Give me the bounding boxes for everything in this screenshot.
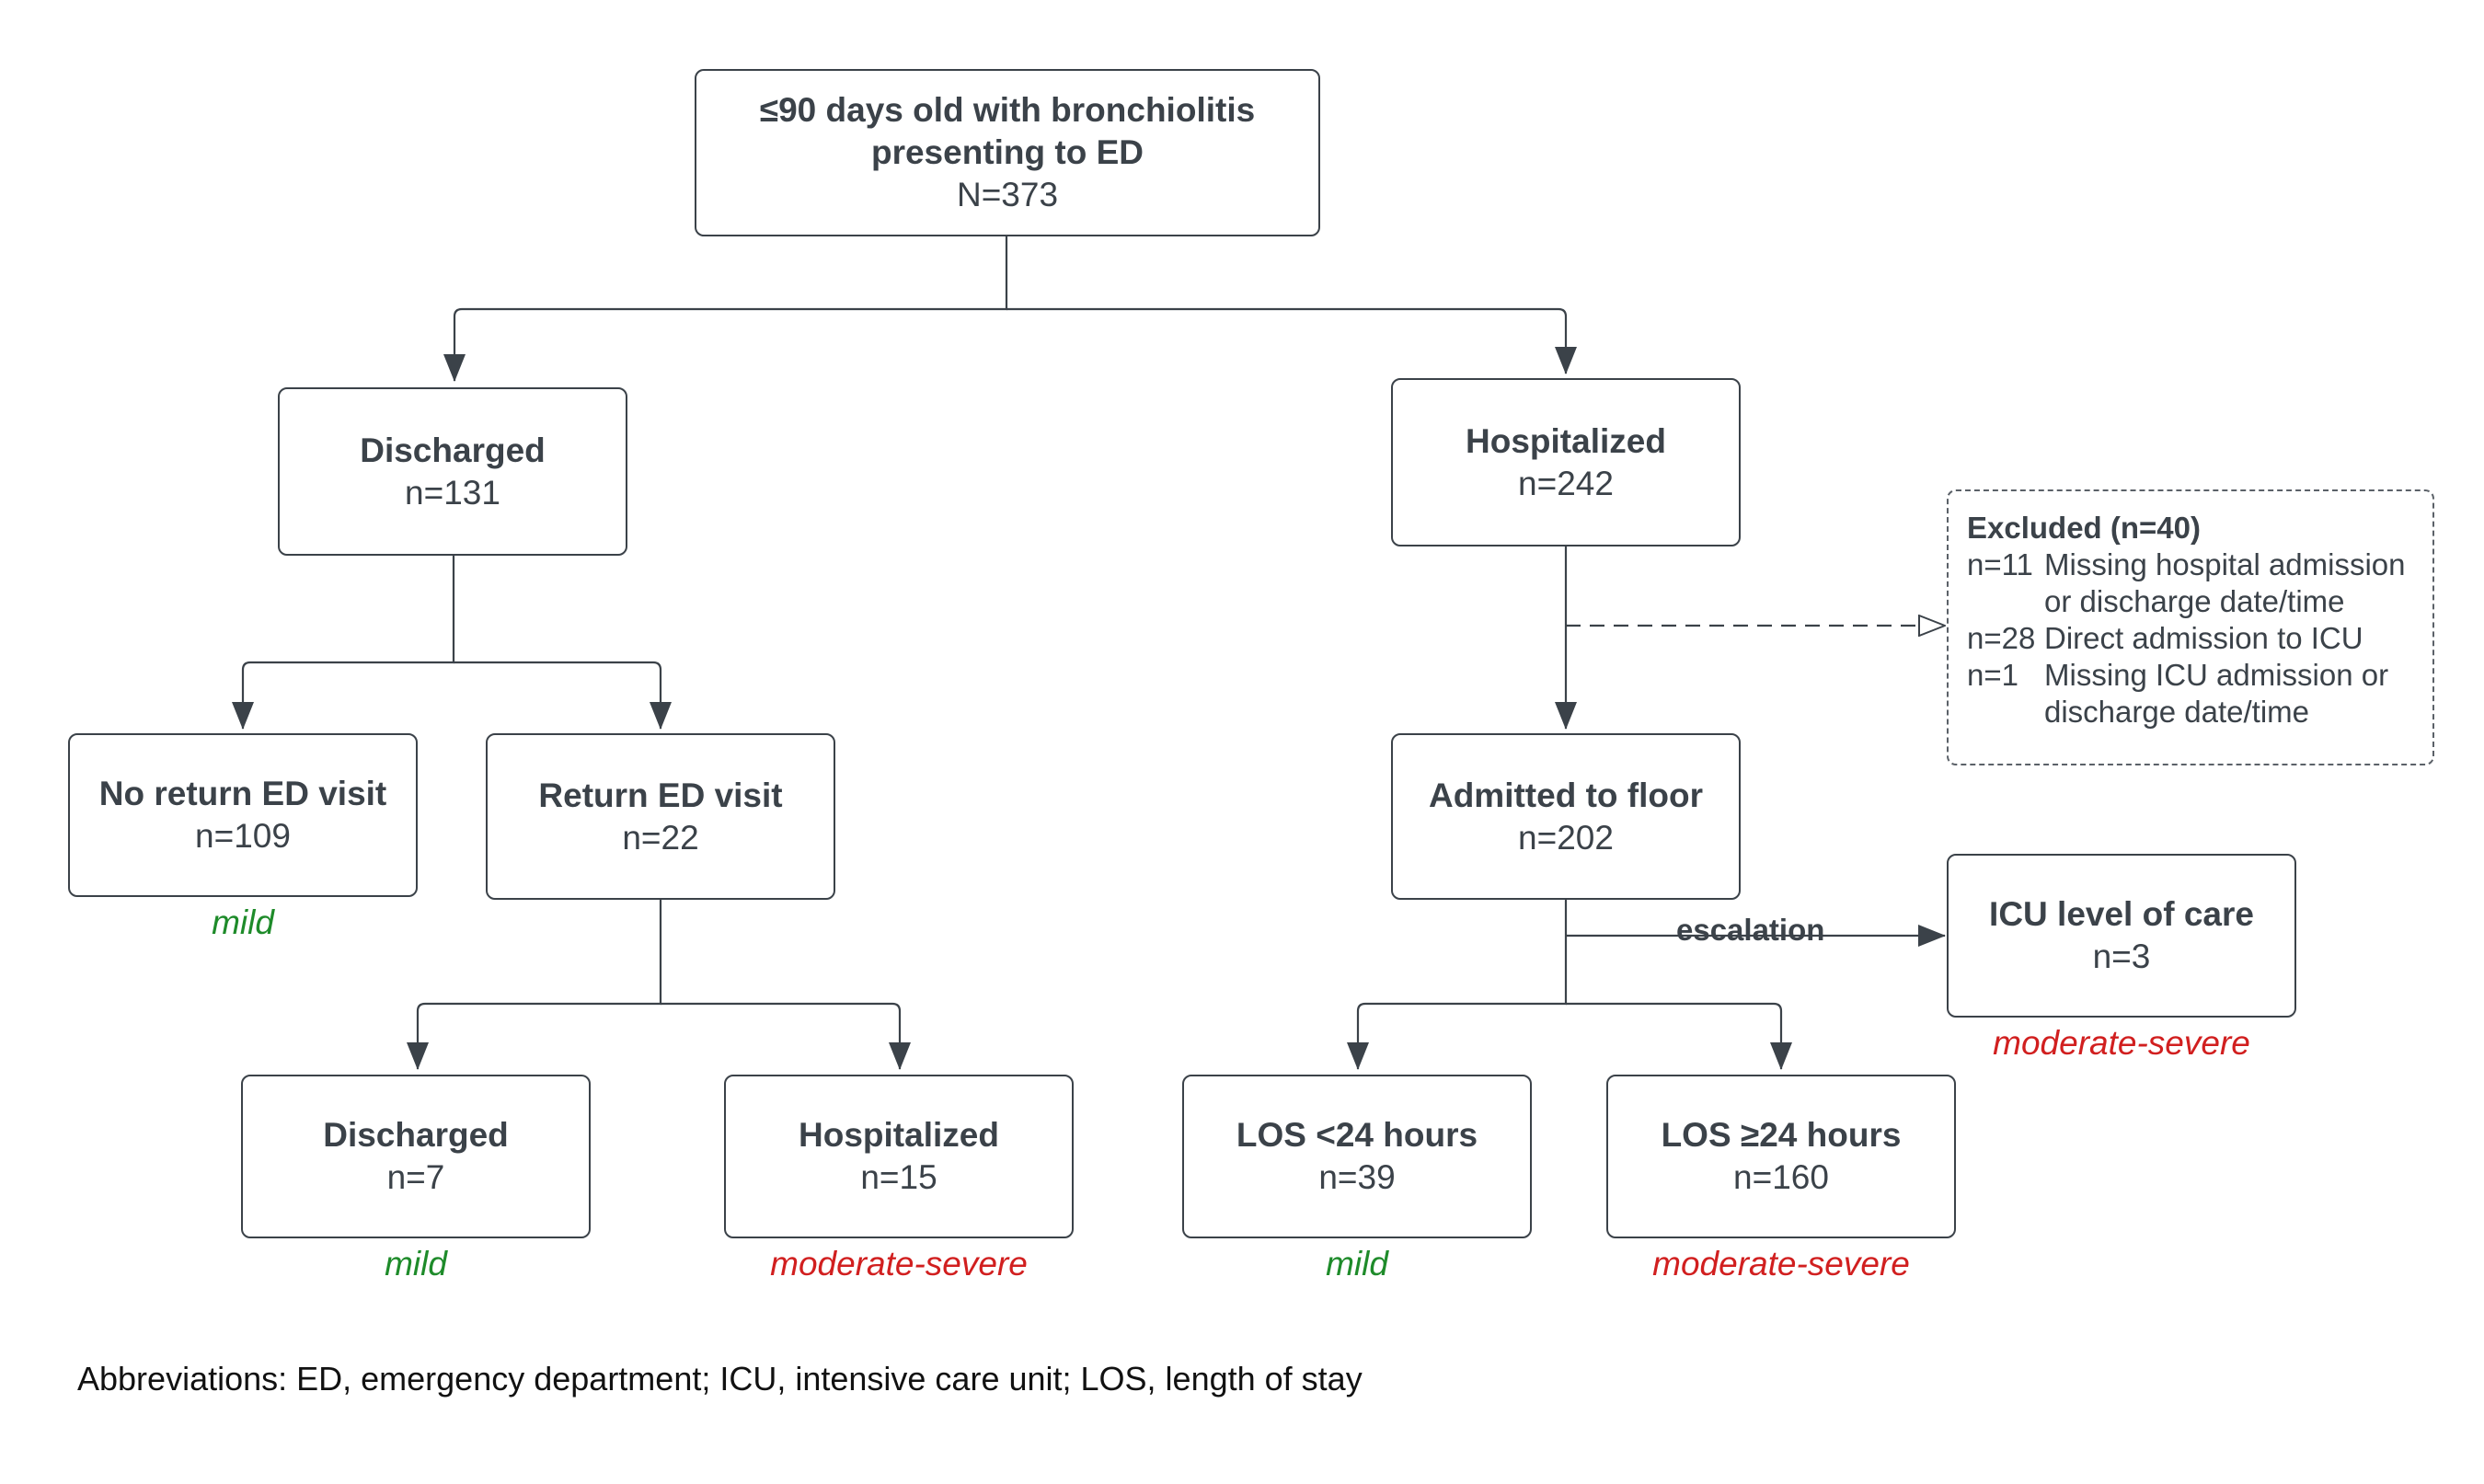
return-discharged-box: Discharged n=7: [241, 1075, 591, 1238]
no-return-title: No return ED visit: [98, 775, 387, 812]
abbreviations-footnote: Abbreviations: ED, emergency department;…: [77, 1360, 1363, 1398]
no-return-box: No return ED visit n=109: [68, 733, 418, 897]
connector-return-hospitalized: [661, 1002, 911, 1070]
excluded-item-reason: Direct admission to ICU: [2044, 621, 2363, 655]
discharged-title: Discharged: [360, 431, 546, 469]
connector-floor-los-short: [1347, 900, 1568, 1070]
return-ed-box: Return ED visit n=22: [486, 733, 835, 900]
los-short-title: LOS <24 hours: [1236, 1116, 1478, 1154]
excluded-item-reason: Missing ICU admission or: [2044, 658, 2389, 692]
floor-title: Admitted to floor: [1428, 776, 1703, 814]
excluded-item-continuation: or discharge date/time: [1967, 583, 2414, 620]
excluded-item-count: n=1: [1967, 658, 2018, 692]
connector-return-discharged: [407, 900, 662, 1070]
severity-label: mild: [1326, 1245, 1388, 1283]
discharged-count: n=131: [405, 473, 500, 512]
los-long-box: LOS ≥24 hours n=160: [1606, 1075, 1956, 1238]
excluded-box: Excluded (n=40) n=11 Missing hospital ad…: [1947, 489, 2434, 765]
connector-discharged-return: [454, 661, 672, 730]
connector-root-discharged: [443, 236, 1008, 382]
root-title-line1: ≤90 days old with bronchiolitis: [759, 91, 1256, 129]
root-count: N=373: [956, 176, 1059, 213]
connector-discharged-noreturn: [232, 556, 455, 730]
excluded-item-reason: Missing hospital admission: [2044, 547, 2406, 581]
connector-floor-los-long: [1566, 1002, 1792, 1070]
escalation-label: escalation: [1676, 913, 1825, 947]
excluded-item: n=11 Missing hospital admission: [1967, 546, 2414, 583]
return-ed-count: n=22: [622, 818, 699, 857]
excluded-item-count: n=11: [1967, 547, 2033, 581]
excluded-title: Excluded (n=40): [1967, 511, 2201, 545]
excluded-item-reason: or discharge date/time: [2044, 584, 2345, 618]
root-title-line2: presenting to ED: [870, 133, 1144, 171]
root-box: ≤90 days old with bronchiolitis presenti…: [695, 69, 1320, 236]
return-ed-title: Return ED visit: [538, 776, 783, 814]
icu-box: ICU level of care n=3: [1947, 854, 2296, 1018]
severity-label: moderate-severe: [770, 1245, 1028, 1283]
icu-title: ICU level of care: [1989, 895, 2254, 933]
return-discharged-count: n=7: [386, 1158, 445, 1196]
floor-box: Admitted to floor n=202: [1391, 733, 1741, 900]
return-hospitalized-box: Hospitalized n=15: [724, 1075, 1074, 1238]
excluded-item-continuation: discharge date/time: [1967, 694, 2414, 730]
los-short-count: n=39: [1318, 1158, 1396, 1196]
icu-count: n=3: [2092, 938, 2151, 975]
excluded-item: n=28 Direct admission to ICU: [1967, 620, 2414, 657]
los-short-box: LOS <24 hours n=39: [1182, 1075, 1532, 1238]
discharged-box: Discharged n=131: [278, 387, 627, 556]
los-long-count: n=160: [1733, 1158, 1829, 1196]
excluded-item-reason: discharge date/time: [2044, 695, 2309, 729]
severity-label: mild: [385, 1245, 447, 1283]
return-hospitalized-count: n=15: [860, 1158, 937, 1196]
return-hospitalized-title: Hospitalized: [799, 1116, 999, 1154]
connector-root-hospitalized: [1006, 307, 1577, 374]
severity-label: moderate-severe: [1652, 1245, 1910, 1283]
los-long-title: LOS ≥24 hours: [1661, 1116, 1902, 1154]
severity-label: mild: [212, 903, 274, 941]
excluded-item-count: n=28: [1967, 621, 2036, 655]
hospitalized-box: Hospitalized n=242: [1391, 378, 1741, 546]
hospitalized-count: n=242: [1518, 464, 1614, 502]
severity-label: moderate-severe: [1993, 1024, 2250, 1062]
no-return-count: n=109: [195, 817, 291, 855]
excluded-item: n=1 Missing ICU admission or: [1967, 657, 2414, 694]
floor-count: n=202: [1518, 818, 1614, 857]
hospitalized-title: Hospitalized: [1466, 421, 1666, 460]
return-discharged-title: Discharged: [323, 1116, 509, 1154]
